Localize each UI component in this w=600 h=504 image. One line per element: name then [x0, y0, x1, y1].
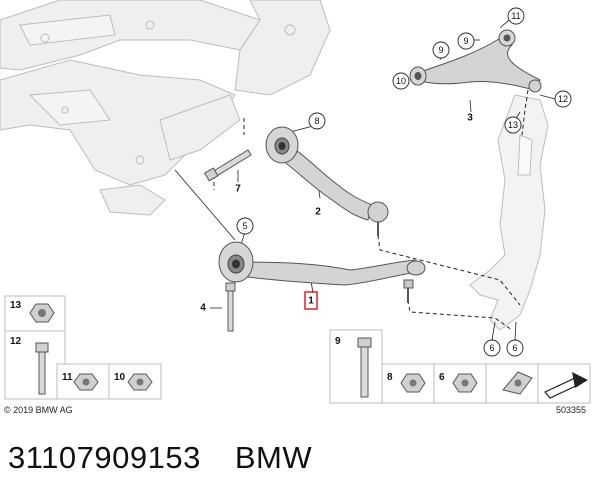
lower-control-arm-part-1[interactable]	[218, 241, 426, 303]
legend-label-11: 11	[62, 372, 73, 383]
wheel-carrier	[469, 94, 549, 331]
callouts	[236, 7, 572, 357]
legend-box-10	[108, 363, 162, 400]
callout-circle-9b	[432, 41, 450, 59]
legend-box-5	[485, 363, 539, 404]
highlight-frame-1	[304, 291, 318, 310]
callout-4: 4	[200, 303, 206, 314]
legend-label-8: 8	[387, 372, 393, 383]
callout-circle-13	[504, 116, 522, 134]
legend-box-6	[433, 363, 487, 404]
callout-9b: 9	[438, 45, 443, 55]
upper-wishbone-part-3	[409, 29, 542, 93]
legend-label-13: 13	[10, 300, 22, 311]
diagram-image-id: 503355	[555, 405, 586, 415]
callout-6a: 6	[489, 343, 494, 353]
subframe-bolt-holes	[40, 20, 296, 165]
callout-circle-8	[308, 112, 326, 130]
callout-6b: 6	[512, 343, 517, 353]
copyright-notice: © 2019 BMW AG	[4, 405, 73, 415]
callout-7: 7	[235, 184, 241, 195]
brand-name: BMW	[234, 440, 313, 475]
bolt-part-4	[225, 282, 236, 332]
part-footer: 31107909153 BMW	[8, 440, 312, 476]
callout-11a: 11	[511, 11, 520, 21]
callout-10a: 10	[396, 76, 406, 86]
callout-3: 3	[467, 113, 473, 124]
legend-box-12	[4, 330, 66, 400]
callout-1: 1	[308, 296, 314, 307]
callout-8: 8	[314, 116, 319, 126]
callout-13a: 13	[508, 120, 518, 130]
legend-box-8	[381, 363, 435, 404]
legend-box-11	[56, 363, 110, 400]
callout-9a: 9	[463, 36, 468, 46]
legend-label-10: 10	[114, 372, 126, 383]
callout-5: 5	[242, 221, 247, 231]
legend-box-13	[4, 295, 66, 332]
callout-circle-11	[507, 7, 525, 25]
legend-label-9: 9	[335, 336, 341, 347]
callout-circle-6a	[483, 339, 501, 357]
legend-box-9	[329, 329, 383, 404]
parts-diagram: 5 8 6 6 11 9 9 10 12 13 2 3 7 4 1 13 12 …	[0, 0, 591, 404]
callout-circle-6b	[506, 339, 524, 357]
callout-circle-10	[392, 72, 410, 90]
callout-12a: 12	[558, 94, 568, 104]
bolt-part-7	[203, 149, 252, 182]
callout-circle-12	[554, 90, 572, 108]
legend-label-6: 6	[439, 372, 445, 383]
callout-2: 2	[315, 207, 321, 218]
callout-circle-9	[457, 32, 475, 50]
tension-strut-part-2	[265, 126, 389, 236]
front-subframe	[0, 0, 331, 216]
legend-box-arrow	[537, 363, 591, 404]
callout-circle-5	[236, 217, 254, 235]
legend-label-12: 12	[10, 336, 22, 347]
part-number: 31107909153	[8, 440, 201, 475]
